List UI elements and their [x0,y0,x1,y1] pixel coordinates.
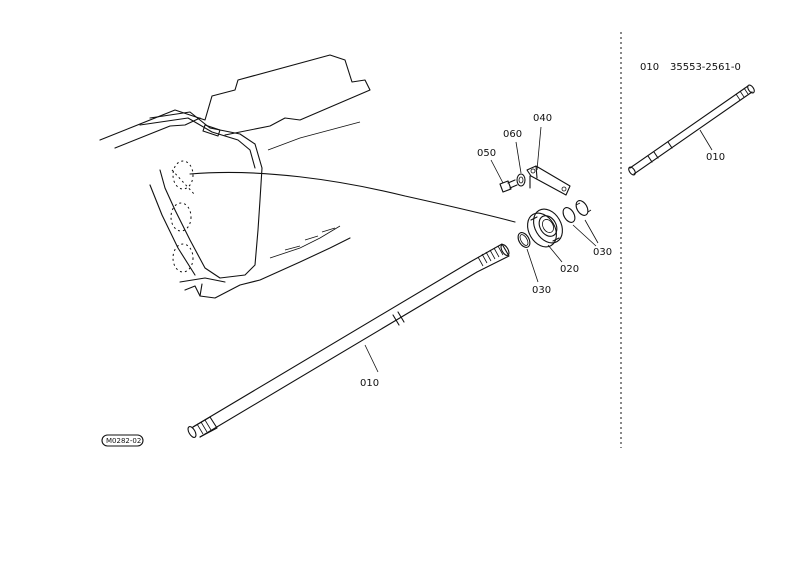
alt-part-callout: 010 [706,152,725,163]
callout-leaders [364,126,599,373]
snap-ring-left [517,232,531,248]
snap-rings-right [562,200,592,223]
callout-snap-ring-left: 030 [532,285,551,296]
assembly-leader-line [189,171,516,223]
figure-code-badge: M0282-02 [101,434,144,447]
bracket-plate [526,165,571,196]
bolt [499,179,518,193]
figure-code-label: M0282-02 [106,437,141,445]
washer [516,173,526,187]
alt-part-number: 35553-2561-0 [670,62,741,73]
callout-bearing: 020 [560,264,579,275]
callout-bolt: 050 [477,148,496,159]
callout-bracket: 040 [533,113,552,124]
alt-part-leader [699,129,713,151]
alt-part-ref: 010 [640,62,659,73]
callout-washer: 060 [503,129,522,140]
main-shaft [187,243,510,438]
callout-snap-ring-right: 030 [593,247,612,258]
transmission-housing [99,54,371,299]
bearing [527,208,563,248]
alternate-shaft [628,84,755,176]
callout-shaft: 010 [360,378,379,389]
